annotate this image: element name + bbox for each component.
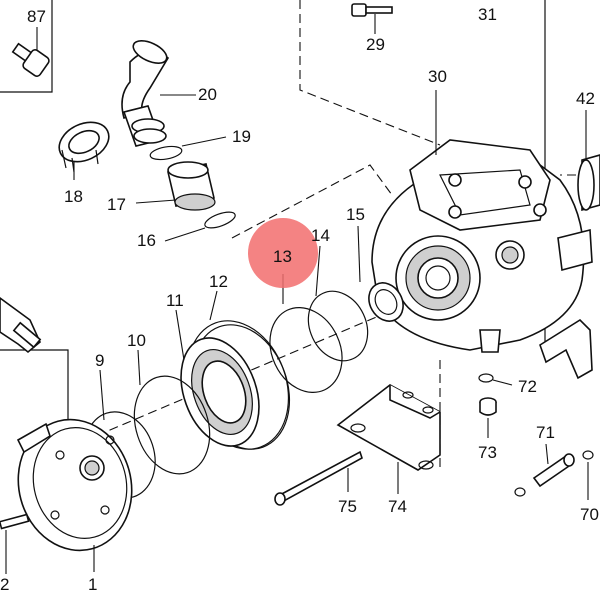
label-74[interactable]: 74 [388,497,407,516]
label-11[interactable]: 11 [166,291,184,310]
part-20-elbow-fitting [121,40,196,147]
label-2[interactable]: 2 [0,575,9,594]
label-19[interactable]: 19 [232,127,251,146]
label-42[interactable]: 42 [576,89,595,108]
part-74-bracket [336,384,441,494]
part-87-screw [11,27,50,77]
part-2-bolt [0,513,30,574]
label-30[interactable]: 30 [428,67,447,86]
label-17[interactable]: 17 [107,195,126,214]
part-15-seal [357,225,404,322]
label-75[interactable]: 75 [338,497,357,516]
part-18-nut [58,121,110,180]
label-13[interactable]: 13 [273,247,292,266]
highlight-marker [248,218,318,288]
label-16[interactable]: 16 [137,231,156,250]
part-70-rings [514,450,594,500]
label-72[interactable]: 72 [518,377,537,396]
label-12[interactable]: 12 [209,272,228,291]
part-42-bearing [577,110,600,212]
label-1[interactable]: 1 [88,575,97,594]
part-10-o-ring [133,349,211,475]
right-clamp [539,318,593,380]
part-labels: 87 29 31 30 42 20 19 18 17 16 15 14 13 1… [0,5,599,594]
part-14-o-ring [307,245,369,362]
part-72-o-ring [478,373,513,386]
part-1-cover [16,418,133,572]
left-probe [0,297,42,354]
label-18[interactable]: 18 [64,187,83,206]
part-75-bolt [274,450,363,506]
part-29-screw [351,3,393,34]
label-29[interactable]: 29 [366,35,385,54]
part-13-o-ring [269,274,343,393]
label-9[interactable]: 9 [95,351,104,370]
part-30-pump-housing [371,90,593,353]
part-16-o-ring [164,211,236,242]
part-71-pin [532,443,575,488]
label-71[interactable]: 71 [536,423,555,442]
part-19-o-ring [149,136,227,161]
label-73[interactable]: 73 [478,443,497,462]
detail-box-87 [0,0,53,93]
label-31[interactable]: 31 [478,5,497,24]
label-10[interactable]: 10 [127,331,146,350]
label-70[interactable]: 70 [580,505,599,524]
detail-box-left [0,349,69,420]
part-17-union [135,161,216,211]
label-15[interactable]: 15 [346,205,365,224]
label-20[interactable]: 20 [198,85,217,104]
part-11-bearing [175,309,260,447]
label-14[interactable]: 14 [311,226,330,245]
label-87[interactable]: 87 [27,7,46,26]
part-73-plug [479,397,497,438]
